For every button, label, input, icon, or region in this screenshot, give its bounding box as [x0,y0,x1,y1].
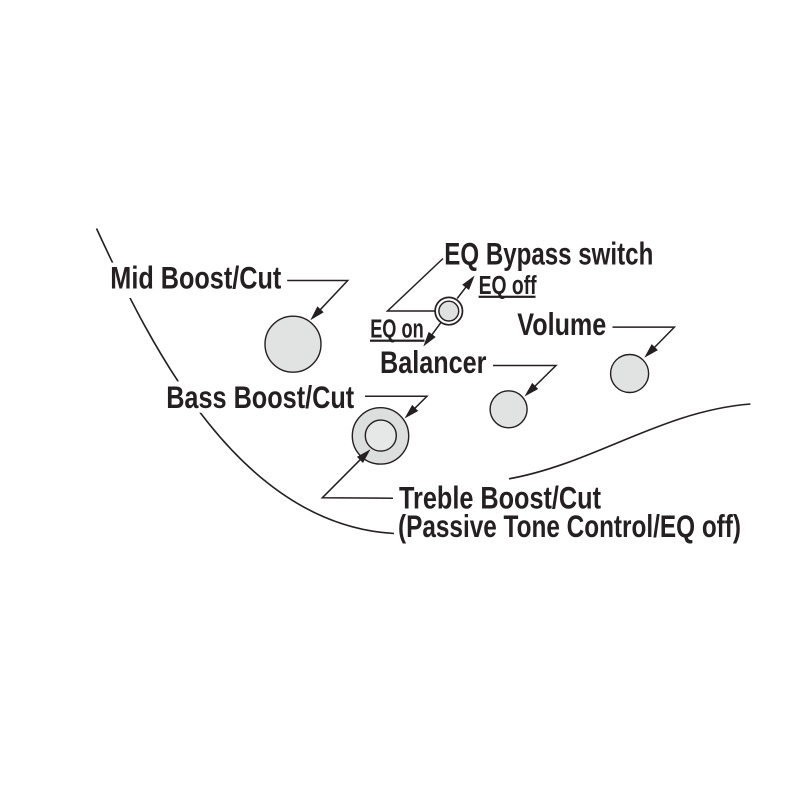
svg-text:Balancer: Balancer [380,344,487,380]
svg-text:(Passive Tone Control/EQ off): (Passive Tone Control/EQ off) [398,508,741,544]
svg-text:Bass Boost/Cut: Bass Boost/Cut [166,379,354,415]
svg-text:Volume: Volume [517,306,606,342]
svg-text:EQ Bypass switch: EQ Bypass switch [444,235,653,271]
svg-text:EQ off: EQ off [479,272,537,300]
svg-text:EQ on: EQ on [370,316,424,344]
svg-text:Treble Boost/Cut: Treble Boost/Cut [399,480,601,516]
svg-text:Mid Boost/Cut: Mid Boost/Cut [110,260,281,296]
